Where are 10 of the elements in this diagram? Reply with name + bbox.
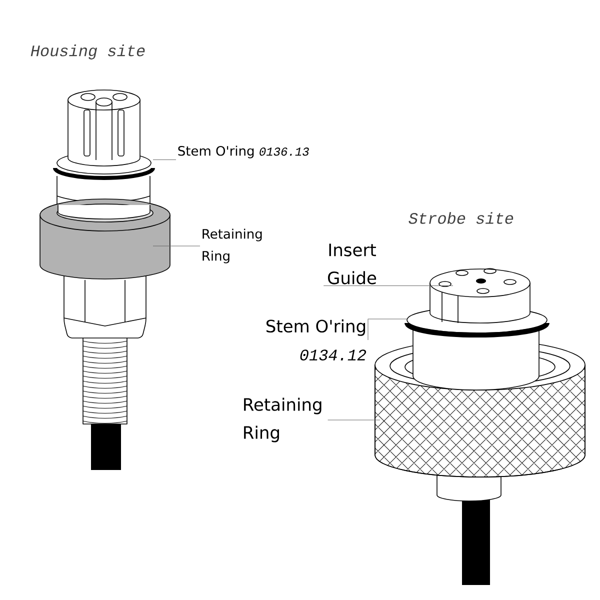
- heading-label: Housing site: [30, 44, 145, 60]
- leader-line: [152, 159, 176, 160]
- leader-line: [323, 285, 454, 286]
- part-label: Stem O'ring 0134.12: [266, 319, 366, 360]
- part-label: Retaining Ring: [202, 228, 262, 264]
- leader-line: [368, 318, 408, 340]
- part-label: Retaining Ring: [244, 398, 322, 442]
- part-label: Stem O'ring 0136.13: [178, 146, 309, 158]
- heading-label: Strobe site: [408, 212, 514, 224]
- part-label: Insert Guide: [328, 244, 376, 284]
